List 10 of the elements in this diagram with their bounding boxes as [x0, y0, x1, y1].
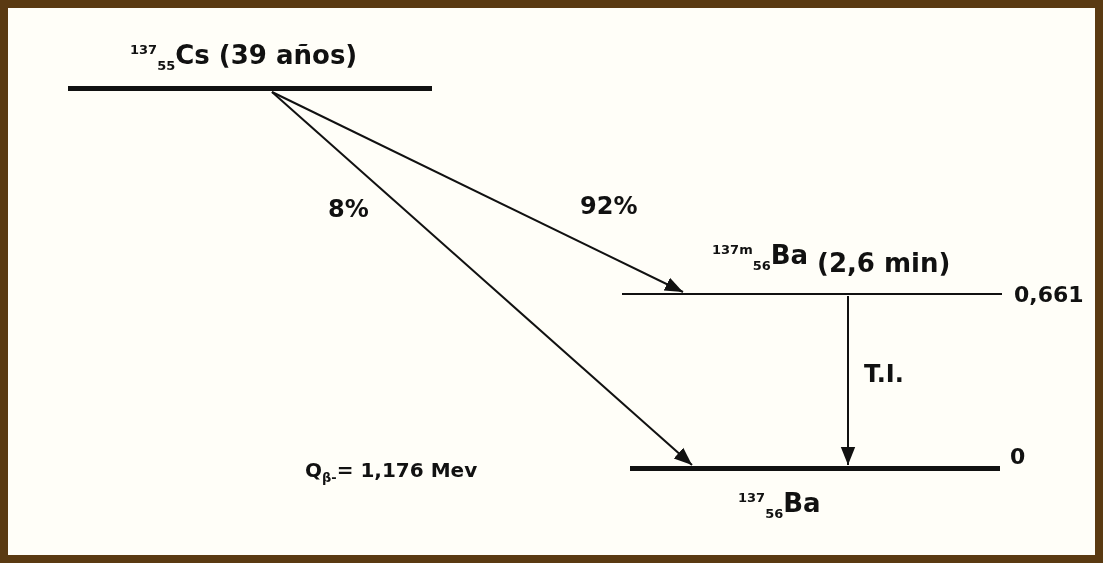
- decay-arrow: [271, 91, 684, 293]
- energy-value: 0,661: [1014, 282, 1084, 307]
- energy-value: 0: [1010, 444, 1026, 469]
- half-life-label: (2,6 min): [817, 248, 951, 278]
- edge-label: T.I.: [864, 360, 904, 388]
- edge-label: 92%: [580, 192, 638, 220]
- q-value-label: Q$_{β-}$= 1,176 Mev: [305, 458, 478, 485]
- decay-arrow: [271, 91, 693, 466]
- decay-arrow: [840, 295, 856, 466]
- edge-label: 8%: [328, 195, 369, 223]
